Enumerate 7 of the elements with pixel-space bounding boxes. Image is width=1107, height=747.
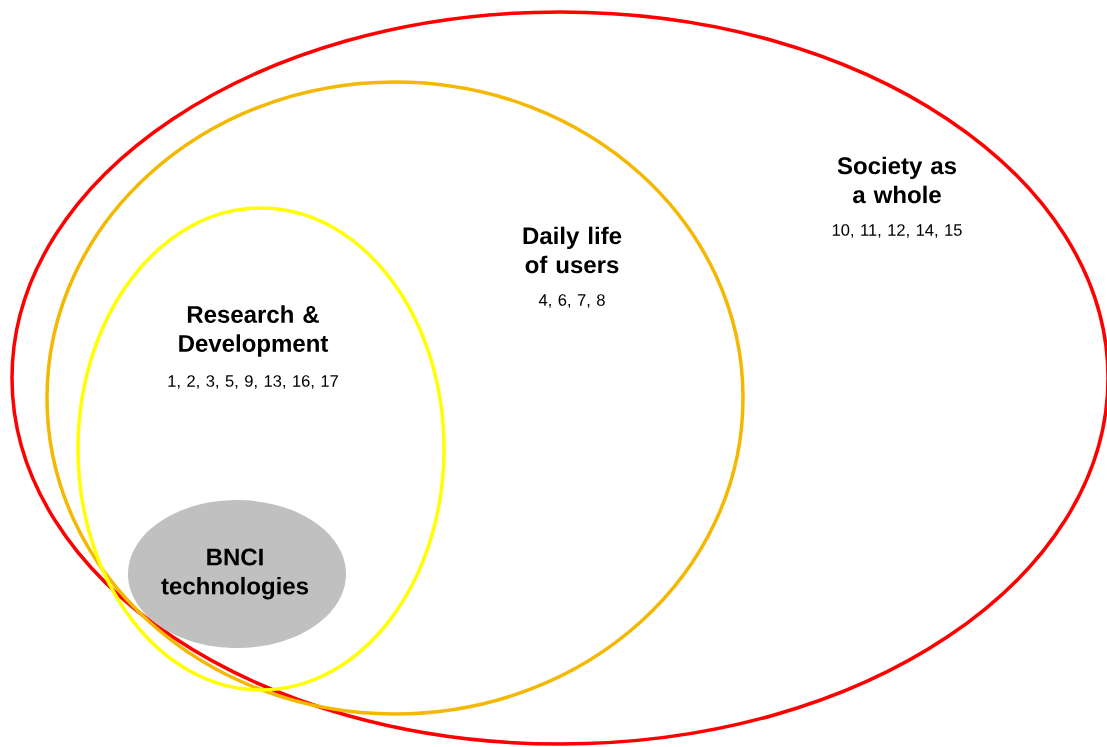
reference-numbers: 10, 11, 12, 14, 15 <box>832 224 962 238</box>
heading: BNCI technologies <box>161 548 309 600</box>
heading: Daily life of users <box>523 226 622 274</box>
reference-numbers: 1, 2, 3, 5, 9, 13, 16, 17 <box>168 375 338 389</box>
heading: Research & Development <box>179 305 329 357</box>
reference-numbers: 4, 6, 7, 8 <box>538 294 605 308</box>
heading: Society as a whole <box>837 156 957 204</box>
